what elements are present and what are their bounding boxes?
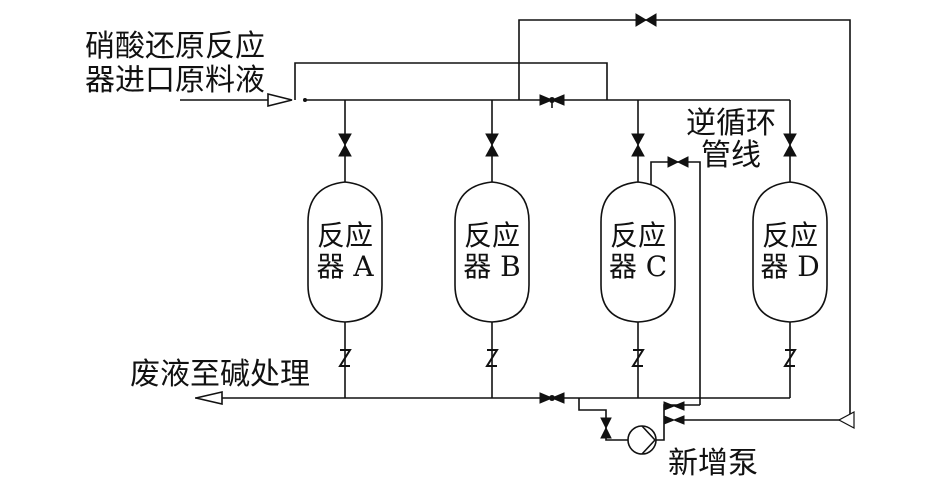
reverse-label-line2: 管线 (701, 137, 761, 173)
vessel-b-line2: 器 B (463, 250, 521, 284)
vessel-d-line1: 反应 (761, 219, 818, 252)
vessel-drains (338, 322, 797, 398)
vessel-a-line2: 器 A (316, 250, 374, 284)
top-valves (539, 13, 657, 108)
reverse-label: 逆循环 管线 (686, 108, 776, 171)
inlet-line (180, 92, 293, 108)
vessel-c-line2: 器 C (608, 250, 668, 284)
vessel-b-line1: 反应 (463, 219, 520, 252)
reverse-branch (650, 156, 701, 405)
vessels (307, 181, 828, 323)
new-pump-label-text: 新增泵 (668, 446, 758, 481)
waste-label-text: 废液至碱处理 (130, 357, 310, 392)
vessel-d-label: 反应 器 D (745, 220, 835, 283)
new-pump (578, 398, 700, 455)
inlet-label-line1: 硝酸还原反应 (85, 29, 265, 64)
vessel-c-label: 反应 器 C (593, 220, 683, 283)
waste-label: 废液至碱处理 (130, 358, 310, 392)
vessel-d-line2: 器 D (760, 250, 820, 284)
reverse-label-line1: 逆循环 (686, 106, 776, 141)
inlet-label-line2: 器进口原料液 (85, 62, 265, 98)
waste-header (195, 390, 790, 406)
vessel-a-label: 反应 器 A (300, 220, 390, 283)
new-pump-label: 新增泵 (668, 447, 758, 481)
vessel-a-line1: 反应 (316, 219, 373, 252)
vessel-c-line1: 反应 (609, 219, 666, 252)
vessel-b-label: 反应 器 B (447, 220, 537, 283)
inlet-label: 硝酸还原反应 器进口原料液 (85, 30, 265, 97)
vessel-feed-lines (338, 100, 797, 190)
